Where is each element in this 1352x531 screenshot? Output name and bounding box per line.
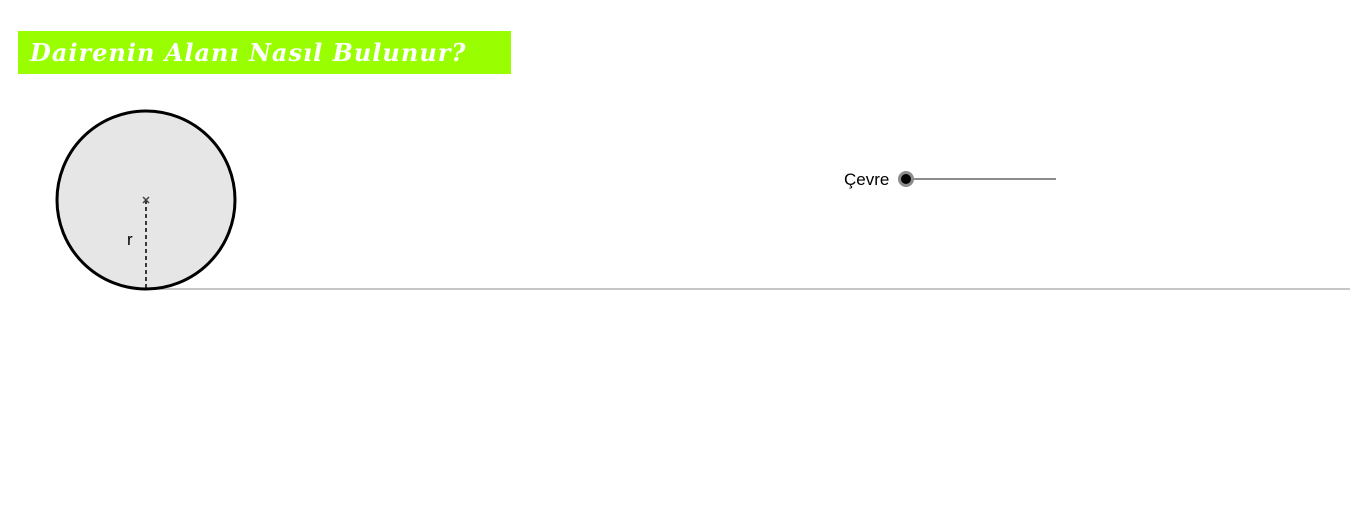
title-banner: Dairenin Alanı Nasıl Bulunur? bbox=[18, 31, 511, 74]
radius-label: r bbox=[127, 230, 133, 249]
slider-thumb[interactable] bbox=[898, 171, 914, 187]
cevre-slider[interactable]: Çevre bbox=[844, 168, 1064, 192]
page-title: Dairenin Alanı Nasıl Bulunur? bbox=[30, 38, 467, 67]
center-point[interactable] bbox=[142, 196, 150, 204]
slider-label: Çevre bbox=[844, 170, 890, 189]
slider-track[interactable] bbox=[906, 178, 1056, 180]
